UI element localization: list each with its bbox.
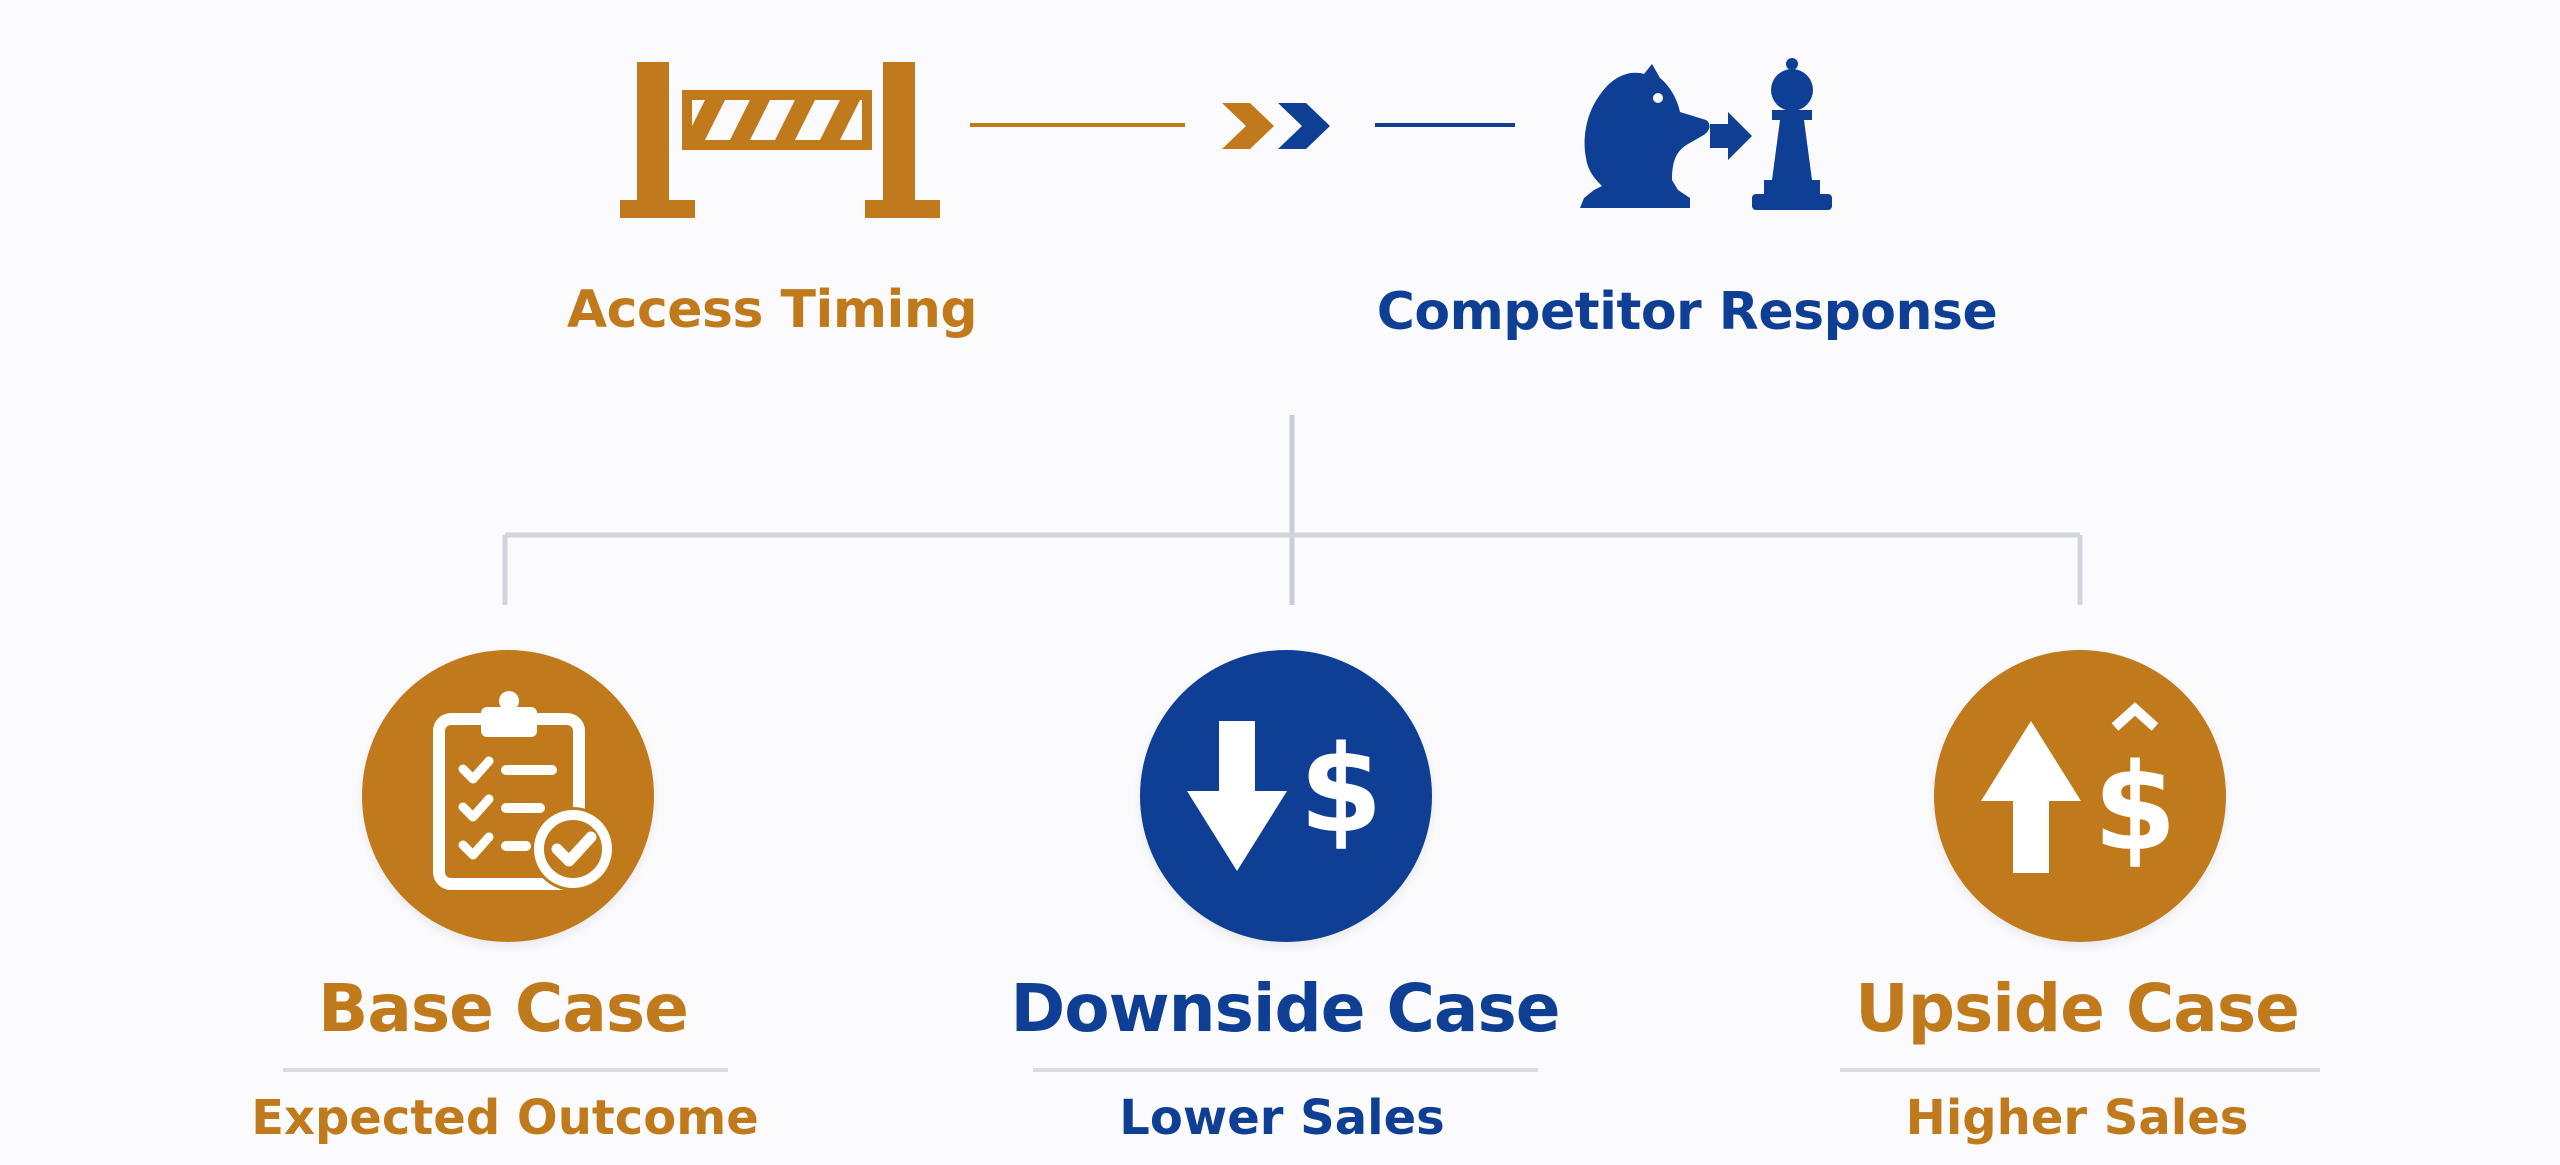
clipboard-checklist-icon: [433, 691, 615, 891]
upside-case-subtitle: Higher Sales: [1905, 1090, 2249, 1146]
access-timing-label: Access Timing: [566, 280, 978, 340]
chess-knight-pawn-icon: [1580, 58, 1832, 210]
upside-case-divider: [1840, 1068, 2320, 1072]
downside-case-divider: [1033, 1068, 1538, 1072]
base-case-badge: [362, 650, 654, 942]
svg-text:$: $: [1299, 721, 1383, 860]
road-barrier-icon: [620, 62, 940, 218]
svg-text:$: $: [2093, 739, 2177, 878]
base-case-subtitle: Expected Outcome: [251, 1090, 759, 1146]
downside-case-subtitle: Lower Sales: [1119, 1090, 1445, 1146]
base-case-title: Base Case: [318, 970, 689, 1047]
down-arrow-dollar-icon: $: [1187, 721, 1383, 871]
up-arrow-dollar-icon: $: [1981, 702, 2177, 878]
downside-case-badge: $: [1140, 650, 1432, 942]
downside-case-title: Downside Case: [1010, 970, 1561, 1047]
base-case-divider: [283, 1068, 728, 1072]
competitor-response-label: Competitor Response: [1376, 282, 1998, 342]
upside-case-badge: $: [1934, 650, 2226, 942]
upside-case-title: Upside Case: [1855, 970, 2300, 1047]
double-chevron-right-icon: [1222, 103, 1330, 149]
